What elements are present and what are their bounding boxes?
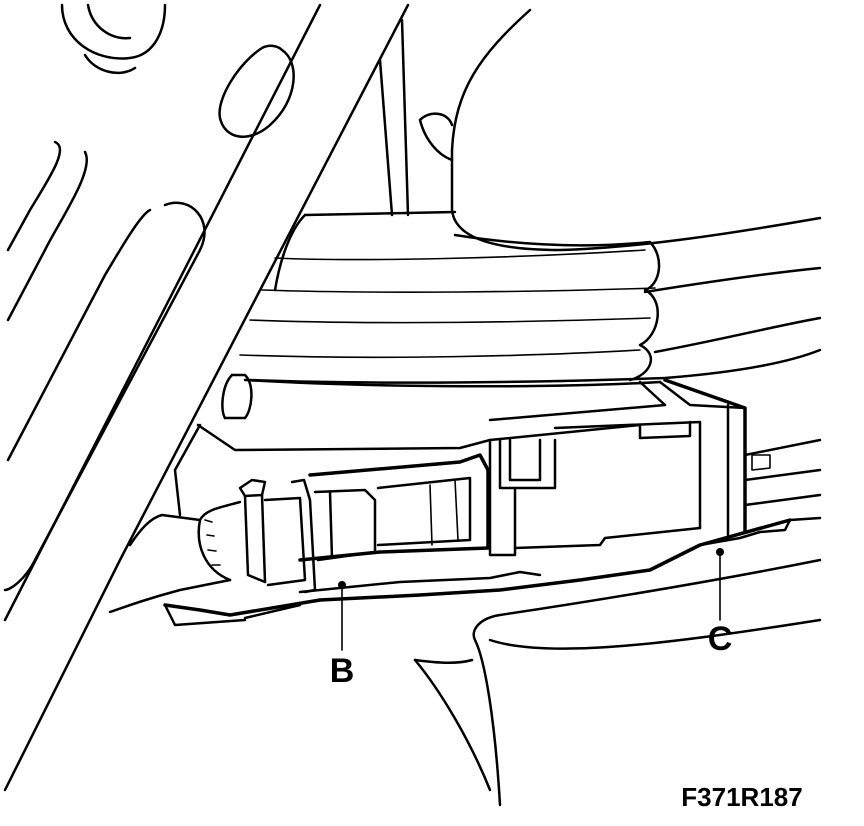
upper-column [303,18,457,217]
lever-boot [239,8,822,384]
lower-console [413,558,822,807]
callout-c-label: C [708,620,733,658]
connector-b [108,453,490,614]
callout-b-label: B [330,652,355,690]
callout-leaders [338,548,724,651]
control-unit-housing [173,378,822,557]
figure-code: F371R187 [681,782,802,812]
floor-bracket [163,516,822,627]
pin [221,373,662,420]
side-panel [3,3,410,792]
